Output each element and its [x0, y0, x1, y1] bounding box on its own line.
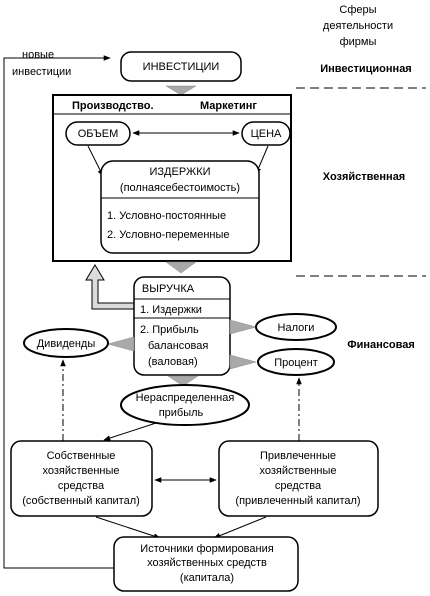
capital-sources-label-2: хозяйственных средств [147, 557, 267, 569]
own-funds-box [10, 440, 153, 517]
flow-arrow-revenue-to-retained [167, 375, 199, 387]
dividends-node [23, 328, 109, 358]
volume-label: ОБЪЕМ [78, 128, 119, 140]
price-node [241, 121, 291, 146]
dividends-label: Дивиденды [37, 338, 96, 350]
retained-to-own-funds-arrow [103, 422, 157, 441]
capital-sources-label-3: (капитала) [180, 572, 234, 584]
retained-profit-node [120, 384, 250, 426]
spheres-header-line-1: Сферы [339, 4, 376, 16]
borrowed-funds-label-3: средства [275, 480, 322, 492]
borrowed-funds-label-1: Привлеченные [260, 450, 336, 462]
own-funds-label-3: средства [58, 480, 105, 492]
interest-label: Процент [274, 357, 318, 369]
production-label: Производство. [72, 100, 154, 112]
own-funds-to-sources-arrow [95, 516, 161, 539]
own-funds-label-4: (собственный капитал) [22, 495, 140, 507]
wedge-revenue-to-taxes [229, 319, 257, 335]
investments-label: ИНВЕСТИЦИИ [143, 61, 220, 73]
marketing-label: Маркетинг [200, 100, 257, 112]
volume-node [65, 121, 131, 146]
new-investments-loop-line [3, 55, 115, 569]
borrowed-funds-label-4: (привлеченный капитал) [235, 495, 360, 507]
costs-title: ИЗДЕРЖКИ [149, 166, 210, 178]
costs-box [100, 160, 260, 254]
wedge-revenue-to-interest [229, 354, 257, 370]
wedge-revenue-to-dividends [107, 336, 135, 352]
spheres-header-line-2: деятельности [323, 20, 393, 32]
borrowed-funds-label-2: хозяйственные [259, 465, 336, 477]
investments-box [120, 51, 242, 82]
sphere-investment-label: Инвестиционная [320, 63, 411, 75]
taxes-label: Налоги [278, 322, 315, 334]
price-label: ЦЕНА [251, 128, 282, 140]
revenue-item-costs: 1. Издержки [140, 304, 202, 316]
borrowed-funds-to-sources-arrow [213, 516, 267, 539]
flow-arrow-production-to-revenue [165, 261, 197, 274]
interest-node [257, 348, 335, 376]
retained-profit-label-1: Нераспределенная [136, 392, 235, 404]
revenue-item-profit-2: балансовая [148, 340, 208, 352]
revenue-feedback-arrow [85, 264, 136, 310]
new-investments-label-1: новые [22, 49, 54, 61]
sphere-economic-label: Хозяйственная [323, 171, 405, 183]
revenue-item-profit-1: 2. Прибыль [140, 324, 199, 336]
own-funds-label-1: Собственные [47, 450, 116, 462]
new-investments-label-2: инвестиции [12, 66, 71, 78]
sphere-financial-label: Финансовая [347, 339, 415, 351]
revenue-item-profit-3: (валовая) [148, 356, 198, 368]
revenue-title: ВЫРУЧКА [142, 283, 195, 295]
costs-subtitle: (полнаясебестоимость) [120, 182, 240, 194]
costs-item-variable: 2. Условно-переменные [107, 229, 230, 241]
capital-sources-box [113, 536, 299, 592]
taxes-node [255, 313, 337, 341]
own-funds-label-2: хозяйственные [42, 465, 119, 477]
spheres-header-line-3: фирмы [340, 36, 377, 48]
flow-arrow-investments-to-production [165, 85, 197, 96]
costs-item-fixed: 1. Условно-постоянные [107, 210, 226, 222]
borrowed-funds-box [218, 440, 379, 517]
capital-sources-label-1: Источники формирования [140, 543, 273, 555]
retained-profit-label-2: прибыль [159, 407, 204, 419]
